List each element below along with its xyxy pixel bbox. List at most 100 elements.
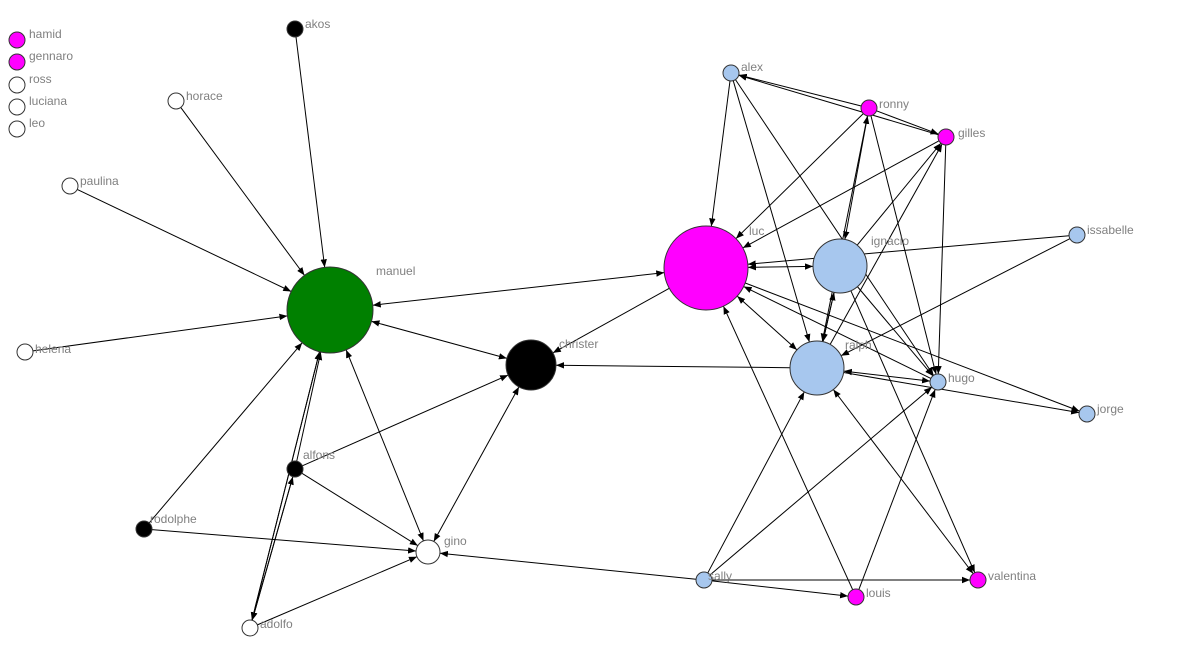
edge-gilles-hugo	[935, 144, 947, 375]
node-circle-jorge	[1078, 405, 1096, 423]
edge-alex-luc	[709, 80, 731, 227]
node-label-alfons: alfons	[303, 448, 335, 462]
node-label-adolfo: adolfo	[260, 617, 293, 631]
edge-rodolphe-manuel	[148, 342, 303, 524]
node-label-ignacio: ignacio	[871, 234, 909, 248]
node-label-gino: gino	[444, 534, 467, 548]
edge-akos-manuel	[295, 36, 327, 268]
edge-manuel-gino	[345, 349, 424, 542]
edge-alfons-gino	[301, 472, 419, 547]
edge-sally-ralph	[707, 391, 805, 574]
node-hamid: hamid	[8, 27, 62, 49]
node-label-manuel: manuel	[376, 264, 415, 278]
node-circle-horace	[167, 92, 185, 110]
edge-ralph-gilles	[829, 143, 943, 345]
edge-ignacio-luc	[747, 263, 814, 271]
node-circle-hamid	[8, 31, 26, 49]
node-circle-hugo	[929, 373, 947, 391]
node-label-leo: leo	[29, 116, 45, 130]
node-label-gennaro: gennaro	[29, 49, 73, 63]
node-circle-rodolphe	[135, 520, 153, 538]
node-jorge: jorge	[1078, 402, 1124, 423]
node-circle-issabelle	[1068, 226, 1086, 244]
node-gennaro: gennaro	[8, 49, 73, 71]
node-label-louis: louis	[866, 586, 891, 600]
node-label-paulina: paulina	[80, 174, 119, 188]
edge-issabelle-luc	[747, 235, 1070, 267]
node-label-ralph: ralph	[845, 338, 872, 352]
node-label-akos: akos	[305, 17, 330, 31]
edge-helena-manuel	[32, 313, 288, 352]
edge-paulina-manuel	[77, 188, 292, 292]
node-leo: leo	[8, 116, 45, 138]
edge-ronny-alex	[738, 73, 862, 107]
node-circle-ralph	[789, 340, 845, 396]
node-circle-gino	[415, 539, 441, 565]
node-circle-christer	[505, 339, 557, 391]
node-helena: helena	[16, 342, 71, 361]
node-label-alex: alex	[741, 60, 763, 74]
edge-adolfo-gino	[257, 556, 418, 626]
node-issabelle: issabelle	[1068, 223, 1134, 244]
node-label-issabelle: issabelle	[1087, 223, 1134, 237]
node-circle-sally	[695, 571, 713, 589]
node-circle-leo	[8, 120, 26, 138]
node-label-jorge: jorge	[1096, 402, 1124, 416]
node-circle-luc	[663, 225, 749, 311]
edge-ignacio-valentina	[850, 290, 976, 573]
node-label-luc: luc	[749, 224, 764, 238]
edge-ignacio-gilles	[856, 142, 942, 246]
node-circle-louis	[847, 588, 865, 606]
node-label-horace: horace	[186, 89, 223, 103]
edge-louis-luc	[722, 306, 854, 590]
edge-ronny-hugo	[870, 115, 938, 375]
edge-ignacio-hugo	[857, 286, 934, 377]
node-label-valentina: valentina	[988, 569, 1036, 583]
node-circle-alex	[722, 64, 740, 82]
edge-hugo-luc	[743, 286, 932, 379]
edge-gilles-alex	[738, 74, 939, 136]
edge-ralph-hugo	[843, 368, 931, 384]
node-label-sally: sally	[708, 569, 732, 583]
edge-manuel-luc	[372, 270, 665, 308]
edge-ralph-ignacio	[822, 292, 836, 342]
edge-louis-hugo	[858, 389, 936, 590]
node-rodolphe: rodolphe	[135, 512, 197, 538]
node-manuel: manuel	[286, 264, 415, 354]
edge-alex-hugo	[735, 79, 934, 376]
edge-sally-hugo	[709, 386, 933, 576]
node-circle-ross	[8, 76, 26, 94]
edge-ralph-christer	[555, 362, 791, 369]
node-christer: christer	[505, 337, 598, 391]
node-circle-gennaro	[8, 53, 26, 71]
node-gino: gino	[415, 534, 467, 565]
edge-sally-louis	[711, 580, 849, 599]
node-label-hugo: hugo	[948, 371, 975, 385]
node-akos: akos	[286, 17, 330, 38]
edge-alfons-adolfo	[251, 476, 294, 621]
edge-issabelle-ralph	[840, 238, 1071, 357]
node-label-hamid: hamid	[29, 27, 62, 41]
node-circle-valentina	[969, 571, 987, 589]
edge-ronny-gilles	[876, 110, 939, 135]
node-ross: ross	[8, 72, 52, 94]
node-luciana: luciana	[8, 94, 67, 116]
node-circle-manuel	[286, 266, 374, 354]
node-adolfo: adolfo	[241, 617, 293, 637]
node-label-christer: christer	[559, 337, 598, 351]
node-circle-helena	[16, 343, 34, 361]
node-circle-luciana	[8, 98, 26, 116]
edge-christer-gino	[433, 386, 520, 542]
node-ignacio: ignacio	[812, 234, 909, 294]
node-circle-ignacio	[812, 238, 868, 294]
node-label-ronny: ronny	[879, 97, 909, 111]
node-circle-ronny	[860, 99, 878, 117]
node-label-helena: helena	[35, 342, 71, 356]
node-sally: sally	[695, 569, 732, 589]
edge-alex-ralph	[732, 80, 811, 343]
node-alex: alex	[722, 60, 763, 82]
node-horace: horace	[167, 89, 223, 110]
edge-ronny-ralph	[820, 115, 868, 342]
